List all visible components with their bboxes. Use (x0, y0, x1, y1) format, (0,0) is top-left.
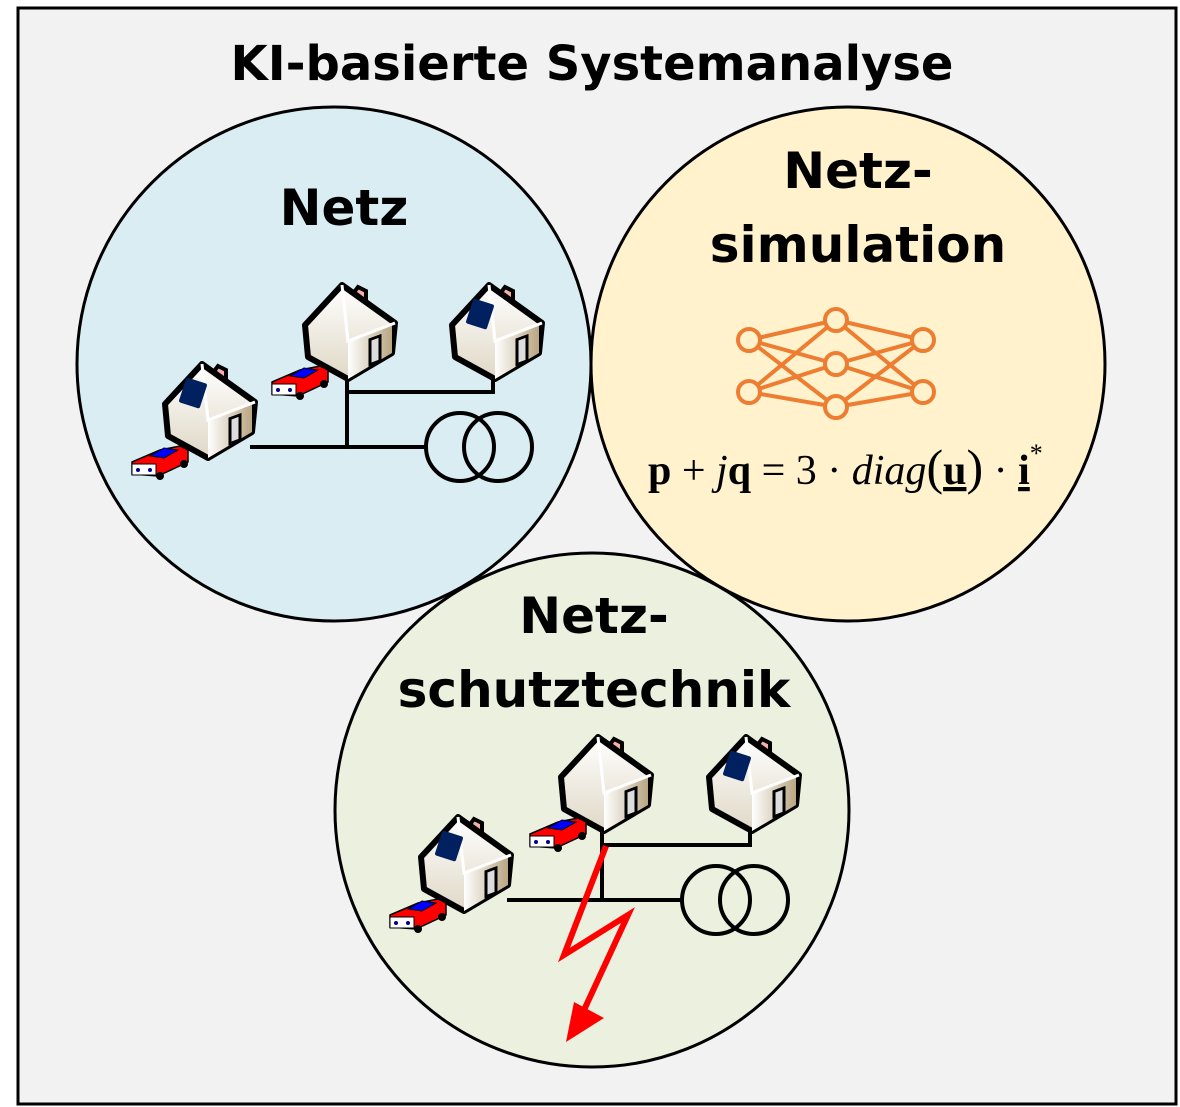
schutz-label-2: schutztechnik (398, 661, 792, 719)
power-formula: p + jq = 3 · diag(u) · i* (648, 439, 1043, 495)
schutztechnik-circle: Netz- schutztechnik (333, 551, 851, 1069)
transformer-icon (424, 411, 534, 483)
netz-circle: Netz (75, 105, 593, 623)
schutz-label-1: Netz- (519, 587, 669, 645)
lightning-fault-icon (557, 844, 635, 1042)
simulation-label-2: simulation (710, 216, 1006, 274)
neural-network-icon (736, 307, 936, 420)
simulation-label-1: Netz- (783, 142, 933, 200)
simulation-circle: Netz- simulation p + jq = 3 · diag(u) · … (589, 105, 1107, 623)
title: KI-basierte Systemanalyse (231, 36, 954, 92)
grid-lines (507, 829, 752, 902)
transformer-icon (680, 864, 790, 936)
grid-lines (250, 376, 495, 449)
netz-label: Netz (280, 179, 409, 237)
